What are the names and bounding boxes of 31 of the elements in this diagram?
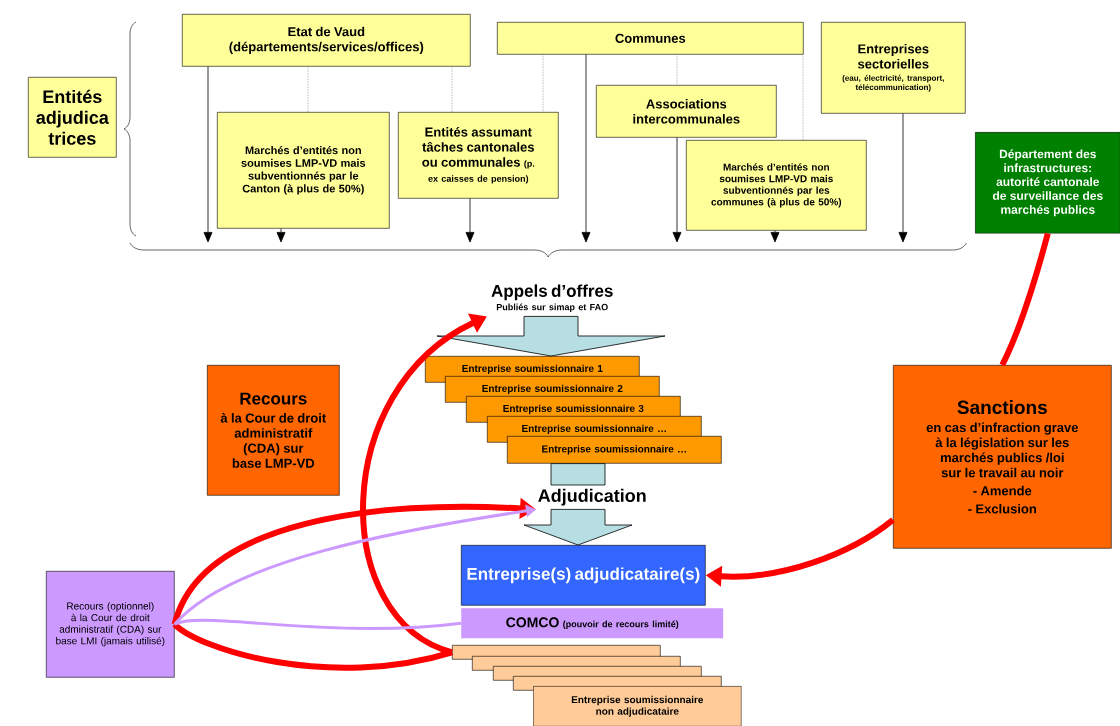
entity-box: Associations intercommunales (596, 85, 777, 138)
entity-box: Entreprises sectorielles (eau, électricité, transport, télécommunication) (821, 22, 966, 114)
arrow (672, 137, 682, 243)
arrow (770, 230, 780, 243)
arrow (465, 198, 475, 243)
entity-box: Communes (497, 22, 804, 55)
curved-line (174, 618, 462, 630)
entity-box: Marchés d’entités non soumises LMP-VD mais subventionnés par les communes (à plus de 50%) (686, 140, 867, 231)
authority-box: COMCO (pouvoir de recours limité) (461, 608, 724, 639)
bidder-box: Entreprise soumissionnaire … (507, 436, 722, 464)
block-arrow (523, 509, 633, 546)
block-arrow (550, 463, 606, 486)
entity-box: Entités assumant tâches cantonales ou communales (p. ex caisses de pension) (398, 112, 559, 199)
arrow (898, 113, 908, 243)
arrow (276, 228, 286, 243)
entity-box: Marchés d’entités non soumises LMP-VD mais subventionnés par le Canton (à plus de 50%) (217, 112, 390, 229)
stage-label: Adjudication (538, 488, 646, 506)
arrow (581, 54, 591, 243)
arrow (203, 66, 213, 243)
block-arrow (436, 316, 666, 357)
group-label-box: Entités adjudica trices (28, 77, 117, 158)
entity-box: Etat de Vaud (départements/services/offices) (182, 14, 471, 67)
curved-line (999, 232, 1051, 367)
winner-box: Entreprise(s) adjudicataire(s) (461, 545, 706, 606)
appeal-box: Recours (optionnel) à la Cour de droit administratif (CDA) sur base LMI (jamais utilisé) (46, 571, 175, 678)
brace (129, 242, 967, 258)
sanctions-box: Sanctions en cas d’infraction grave à la législation sur les marchés publics /loi sur le travail au noir - Amende - Exclusion (893, 365, 1112, 549)
stage-label: Appels d’offres Publiés sur simap et FAO (491, 284, 613, 312)
curved-line (172, 621, 453, 671)
appeal-box: Recours à la Cour de droit administratif (CDA) sur base LMP-VD (207, 365, 340, 496)
authority-box: Département des infrastructures: autorité cantonale de surveillance des marchés publics (975, 132, 1120, 234)
